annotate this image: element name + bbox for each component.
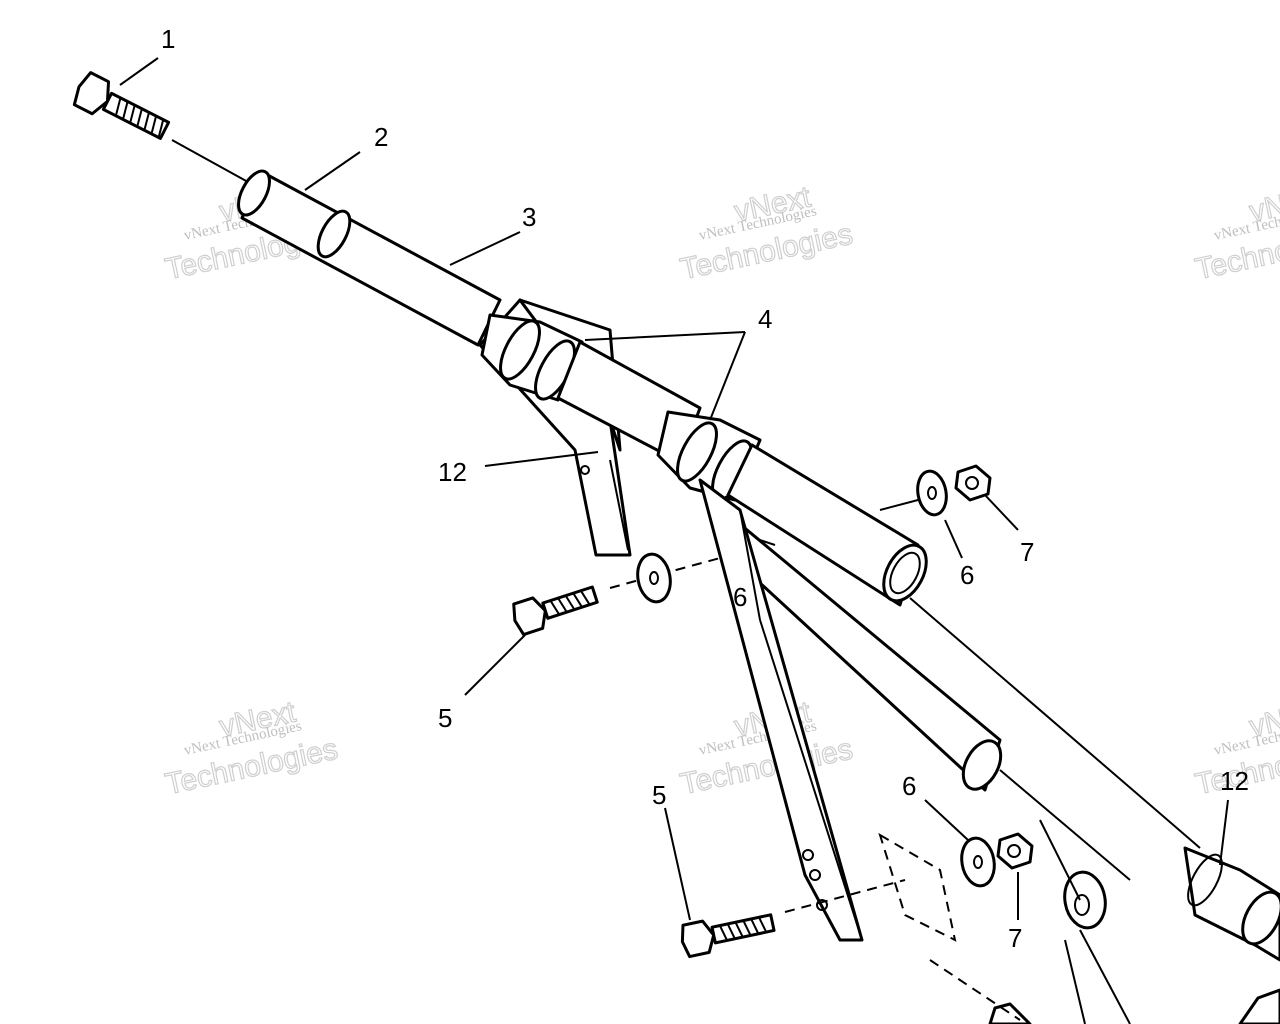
washer-icon <box>1063 870 1107 930</box>
crossbar-tube-part-3 <box>237 169 502 347</box>
washer-part-6-bottom <box>1063 870 1107 930</box>
bolt-part-5-upper <box>512 557 721 637</box>
a-arm-main-tube <box>909 597 1280 962</box>
callout-5-lower: 5 <box>652 780 666 810</box>
main-tube-top-line <box>909 597 1201 849</box>
washer-part-6-upper-right <box>879 469 948 517</box>
tube-end-icon <box>237 169 271 217</box>
nut-icon <box>954 464 992 502</box>
nut-part-7-upper <box>954 464 992 502</box>
washer-icon <box>636 552 672 604</box>
callout-labels: 1 2 3 4 12 5 6 6 7 5 6 7 12 <box>161 24 1249 953</box>
tube-open-end-icon <box>882 543 928 603</box>
right-tube-icon <box>726 443 920 607</box>
mount-bracket-dashed <box>878 832 957 942</box>
callout-4: 4 <box>758 304 772 334</box>
washer-icon <box>960 836 996 888</box>
bolt-shank-icon <box>710 913 776 945</box>
callout-7-lower: 7 <box>1008 923 1022 953</box>
callout-5-upper: 5 <box>438 703 452 733</box>
bushing-part-2-icon <box>316 209 352 259</box>
callout-7-upper: 7 <box>1020 537 1034 567</box>
bolt-head-icon <box>512 596 547 637</box>
callout-6-upper: 6 <box>960 560 974 590</box>
nut-icon <box>996 832 1034 870</box>
callout-6-center: 6 <box>733 582 747 612</box>
part-partial-icon <box>1238 988 1280 1024</box>
a-arm-vertical-plate <box>698 478 864 942</box>
a-arm-lower-member <box>733 518 1003 792</box>
callout-12-lower: 12 <box>1220 766 1249 796</box>
vertical-plate-icon <box>698 478 864 942</box>
bolt-head-icon <box>680 919 716 959</box>
washer-part-6-lower <box>960 836 996 888</box>
callout-3: 3 <box>522 202 536 232</box>
nut-part-7-lower <box>996 832 1034 870</box>
callout-6-lower: 6 <box>902 771 916 801</box>
callout-12-upper: 12 <box>438 457 467 487</box>
bolt-shank-icon <box>101 91 171 140</box>
crossbar-right-tube <box>726 443 928 607</box>
bottom-partial-parts <box>929 959 1280 1024</box>
bolt-part-1 <box>72 71 249 183</box>
washer-icon <box>916 469 948 517</box>
callout-1: 1 <box>161 24 175 54</box>
leader-lines <box>119 57 1229 1024</box>
callout-2: 2 <box>374 122 388 152</box>
bracket-outline-icon <box>878 832 957 942</box>
axis-line <box>171 139 249 183</box>
bolt-head-icon <box>72 71 111 116</box>
bracket-partial-icon <box>988 1002 1032 1024</box>
washer-part-6-upper-left <box>636 552 672 604</box>
bolt-part-5-lower <box>680 879 906 959</box>
collar-part-4-left <box>480 313 584 402</box>
